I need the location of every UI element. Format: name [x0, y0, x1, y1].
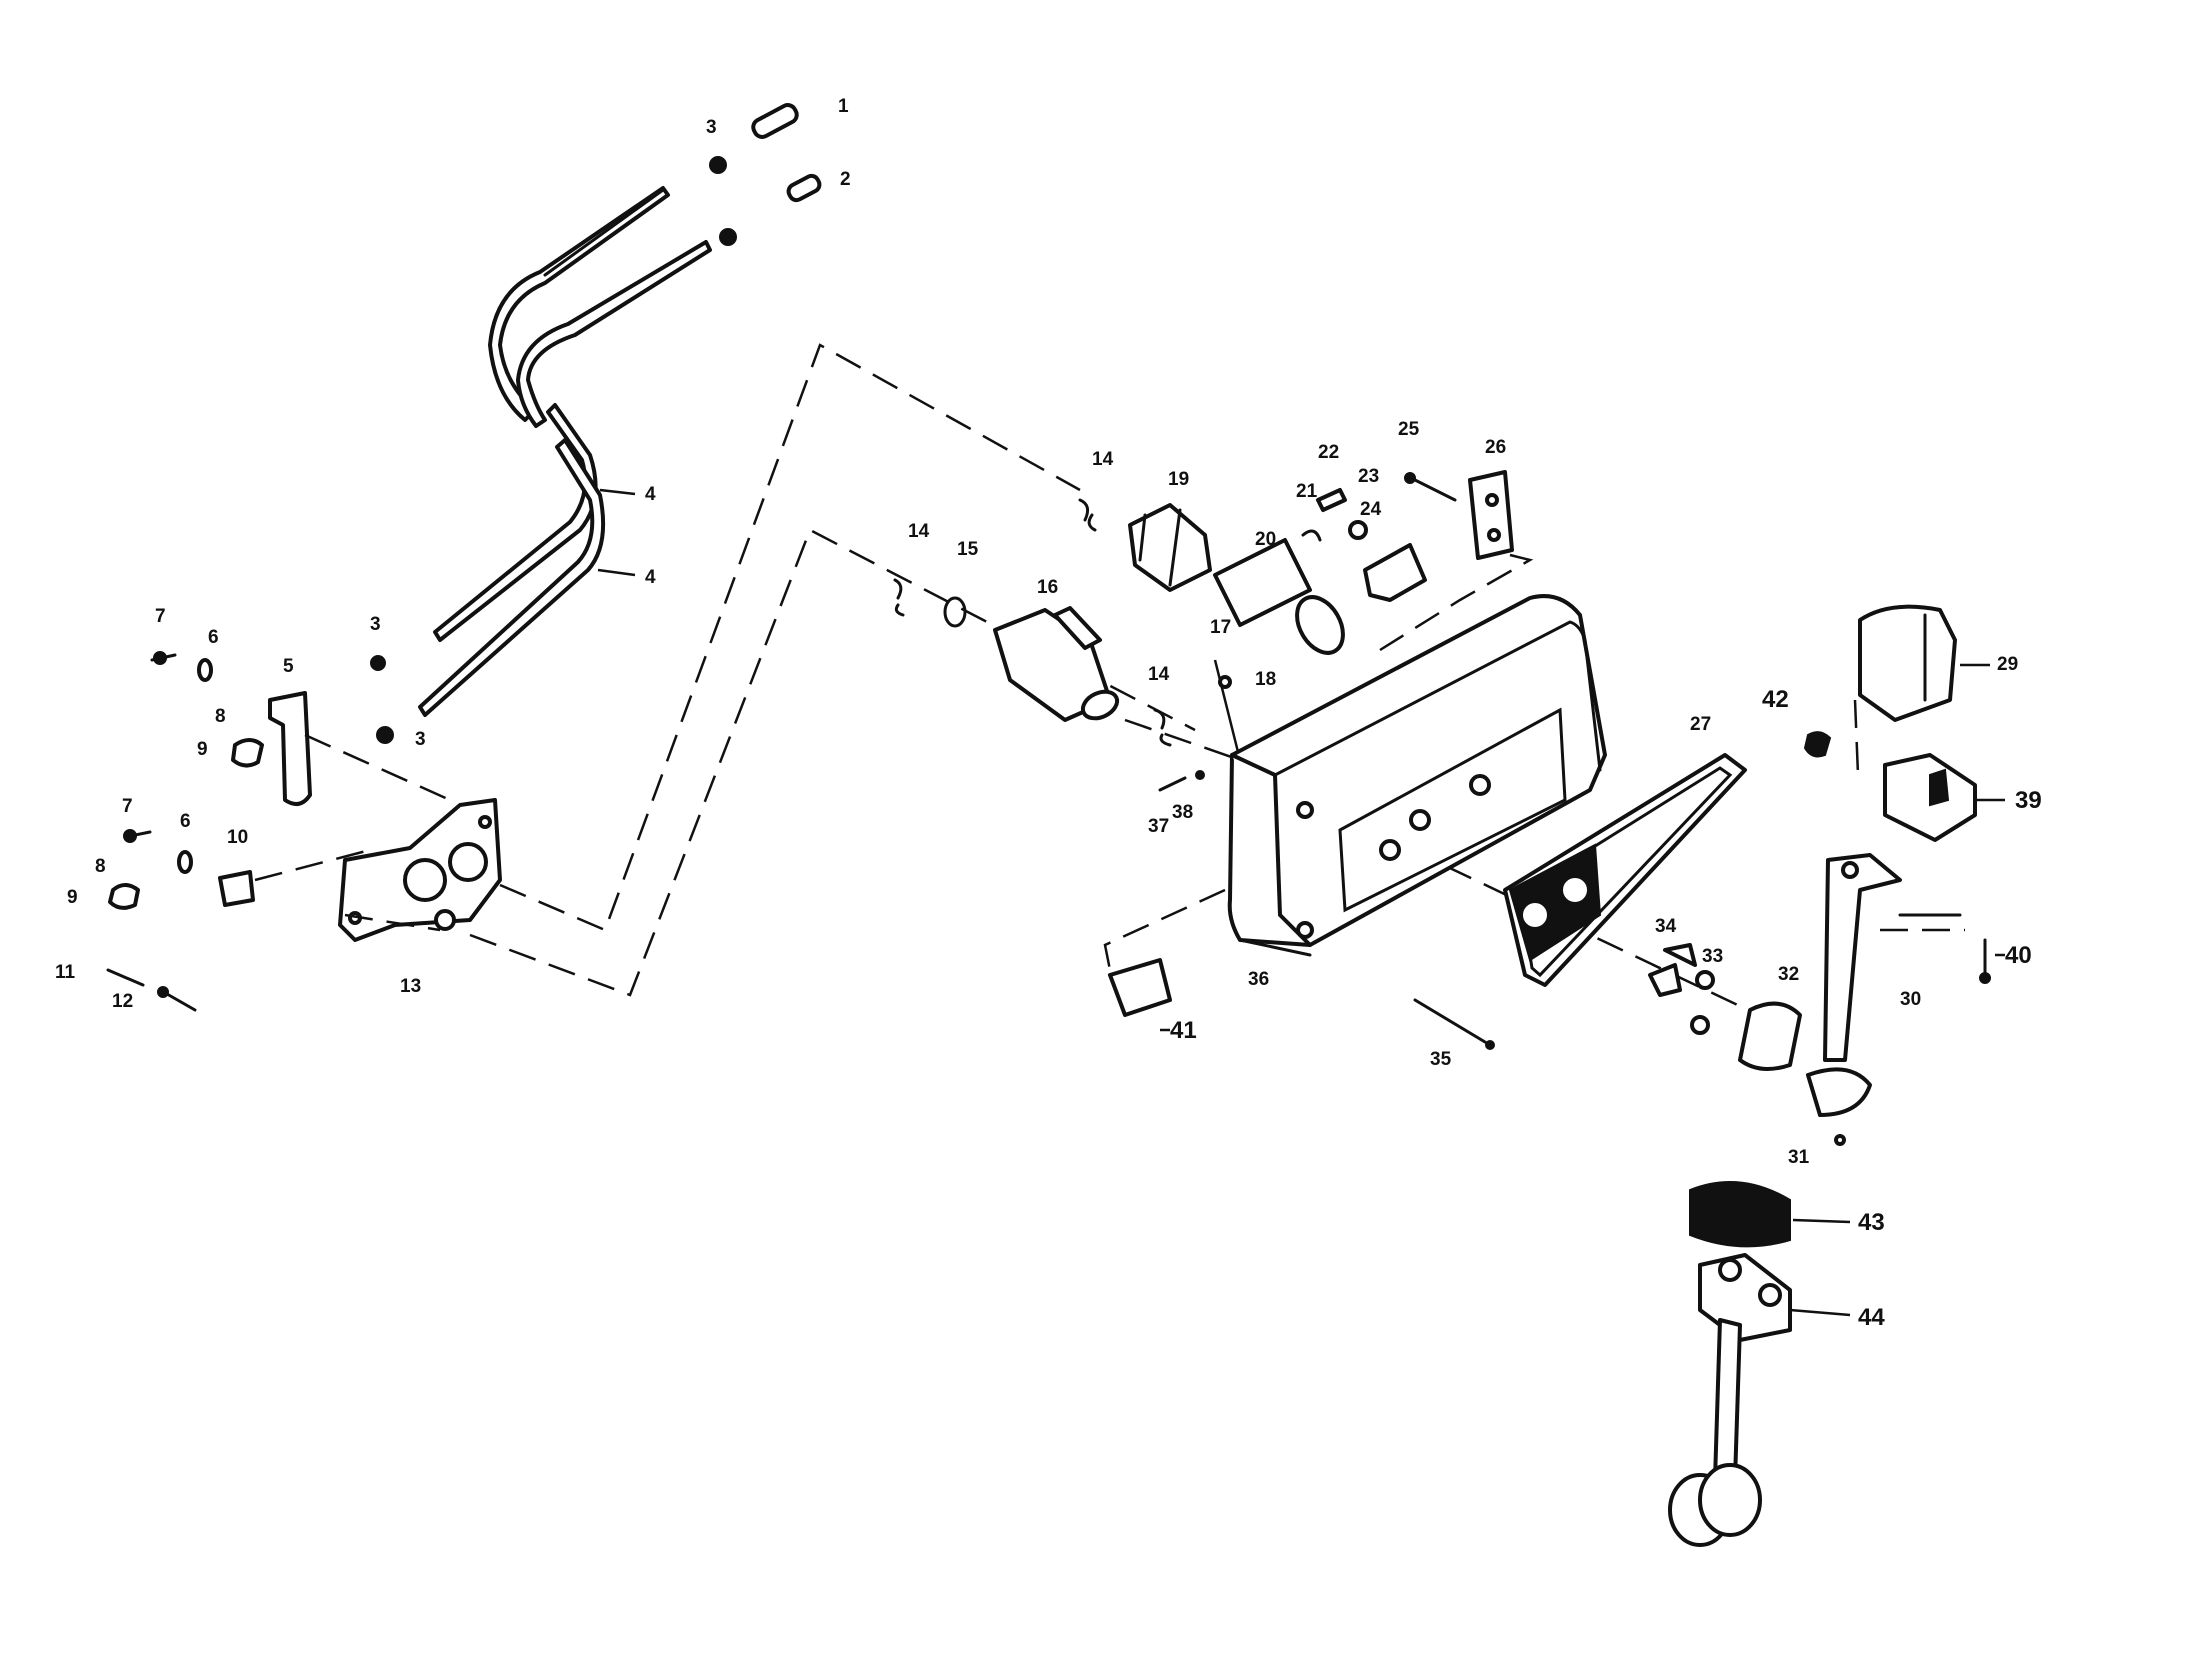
callout-3: 3: [370, 614, 381, 635]
callout-13: 13: [400, 976, 421, 997]
callout-10: 10: [227, 827, 248, 848]
callout-24: 24: [1360, 499, 1382, 520]
gasket-and-panel: [1503, 753, 1747, 987]
callout-7: 7: [122, 796, 133, 817]
control-handle-lever: [1648, 604, 1977, 1146]
handle-shaft-parts: [893, 498, 1345, 761]
callout-8: 8: [215, 706, 226, 727]
callout-30: 30: [1900, 989, 1921, 1010]
callout-33: 33: [1702, 946, 1723, 967]
callout-9: 9: [67, 887, 78, 908]
callout-38: 38: [1172, 802, 1193, 823]
callout-14: 14: [1148, 664, 1170, 685]
callout-18: 18: [1255, 669, 1276, 690]
callout-32: 32: [1778, 964, 1799, 985]
grip-and-handle-arm: [1668, 1181, 1792, 1547]
callout-8: 8: [95, 856, 106, 877]
callout-5: 5: [283, 656, 294, 677]
callout-34: 34: [1655, 916, 1677, 937]
callout-6: 6: [208, 627, 219, 648]
callout-44: 44: [1858, 1304, 1885, 1331]
callout-27: 27: [1690, 714, 1711, 735]
callout-4: 4: [645, 484, 656, 505]
callout-3: 3: [415, 729, 426, 750]
callout-4: 4: [645, 567, 656, 588]
callout-1: 1: [838, 96, 849, 117]
callout-43: 43: [1858, 1209, 1885, 1236]
callout-3: 3: [706, 117, 717, 138]
callout-15: 15: [957, 539, 979, 560]
callout-23: 23: [1358, 466, 1379, 487]
callout-11: 11: [55, 962, 76, 983]
throttle-shift-cables: [370, 103, 822, 744]
callout-20: 20: [1255, 529, 1276, 550]
callout-26: 26: [1485, 437, 1506, 458]
callout-41: 41: [1170, 1017, 1197, 1044]
callout-12: 12: [112, 991, 133, 1012]
callout-2: 2: [840, 169, 851, 190]
callout-labels: 1 2 3 3 3 4 4 5 6 6 7 7 8 8 9 9 10 11 12…: [55, 96, 2042, 1331]
callout-35: 35: [1430, 1049, 1452, 1070]
assembly-dashed-lines: [254, 343, 1965, 1032]
control-linkage-parts: [106, 651, 502, 1012]
callout-21: 21: [1296, 481, 1318, 502]
control-box-housing: [1227, 594, 1607, 957]
callout-39: 39: [2015, 787, 2042, 814]
callout-40: 40: [2005, 942, 2032, 969]
callout-16: 16: [1037, 577, 1058, 598]
callout-6: 6: [180, 811, 191, 832]
callout-42: 42: [1762, 686, 1789, 713]
callout-14: 14: [1092, 449, 1114, 470]
callout-22: 22: [1318, 442, 1339, 463]
callout-31: 31: [1788, 1147, 1810, 1168]
callout-7: 7: [155, 606, 166, 627]
callout-25: 25: [1398, 419, 1420, 440]
small-hardware: [1301, 470, 1534, 652]
callout-leaders: [1160, 663, 2005, 1317]
callout-19: 19: [1168, 469, 1189, 490]
callout-17: 17: [1210, 617, 1231, 638]
callout-36: 36: [1248, 969, 1269, 990]
callout-9: 9: [197, 739, 208, 760]
callout-14: 14: [908, 521, 930, 542]
misc-fasteners: [1108, 731, 1991, 1050]
callout-37: 37: [1148, 816, 1169, 837]
callout-29: 29: [1997, 654, 2018, 675]
